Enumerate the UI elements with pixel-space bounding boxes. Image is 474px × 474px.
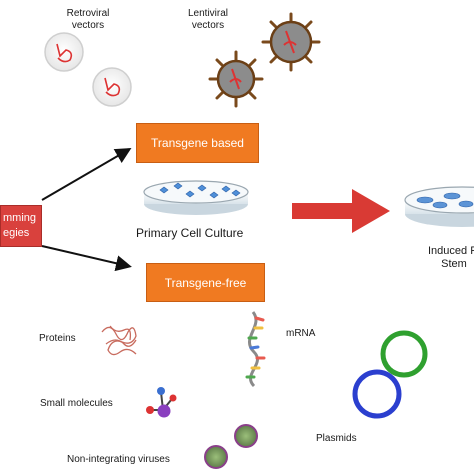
plasmid-icon <box>380 330 428 378</box>
proteins-label: Proteins <box>39 333 76 344</box>
transgene-free-label: Transgene-free <box>164 275 247 290</box>
small-molecule-icon <box>146 387 177 418</box>
induced-cells-dish-icon <box>404 186 474 227</box>
non-integrating-viruses-label: Non-integrating viruses <box>67 454 170 465</box>
arrow-to-transgene-free <box>41 245 132 272</box>
plasmids-label: Plasmids <box>316 433 357 444</box>
retroviral-vector-icon <box>92 67 132 107</box>
reprogramming-strategies-label: mming egies <box>3 212 37 239</box>
process-arrow-icon <box>292 189 390 233</box>
arrow-to-transgene-based <box>41 147 132 201</box>
protein-icon <box>101 325 137 356</box>
lentiviral-vectors-label: Lentiviral vectors <box>187 8 229 31</box>
primary-cell-culture-label: Primary Cell Culture <box>136 226 244 240</box>
lentiviral-vector-icon <box>208 50 264 108</box>
reprogramming-strategies-box: mming egies <box>0 205 42 247</box>
transgene-based-label: Transgene based <box>151 136 244 150</box>
retroviral-vectors-label: Retroviral vectors <box>66 8 110 31</box>
culture-dish-icon <box>143 180 249 215</box>
retroviral-vector-icon <box>44 32 84 72</box>
transgene-free-box: Transgene-free <box>146 263 265 302</box>
plasmid-icon <box>352 330 428 419</box>
non-integrating-virus-icon <box>204 424 258 469</box>
mrna-label: mRNA <box>286 328 316 339</box>
mrna-icon <box>245 311 266 388</box>
lentiviral-vector-icon <box>261 12 321 72</box>
transgene-based-box: Transgene based <box>136 123 259 163</box>
induced-stem-cells-label: Induced Pl Stem <box>428 245 474 270</box>
small-molecules-label: Small molecules <box>40 398 113 409</box>
